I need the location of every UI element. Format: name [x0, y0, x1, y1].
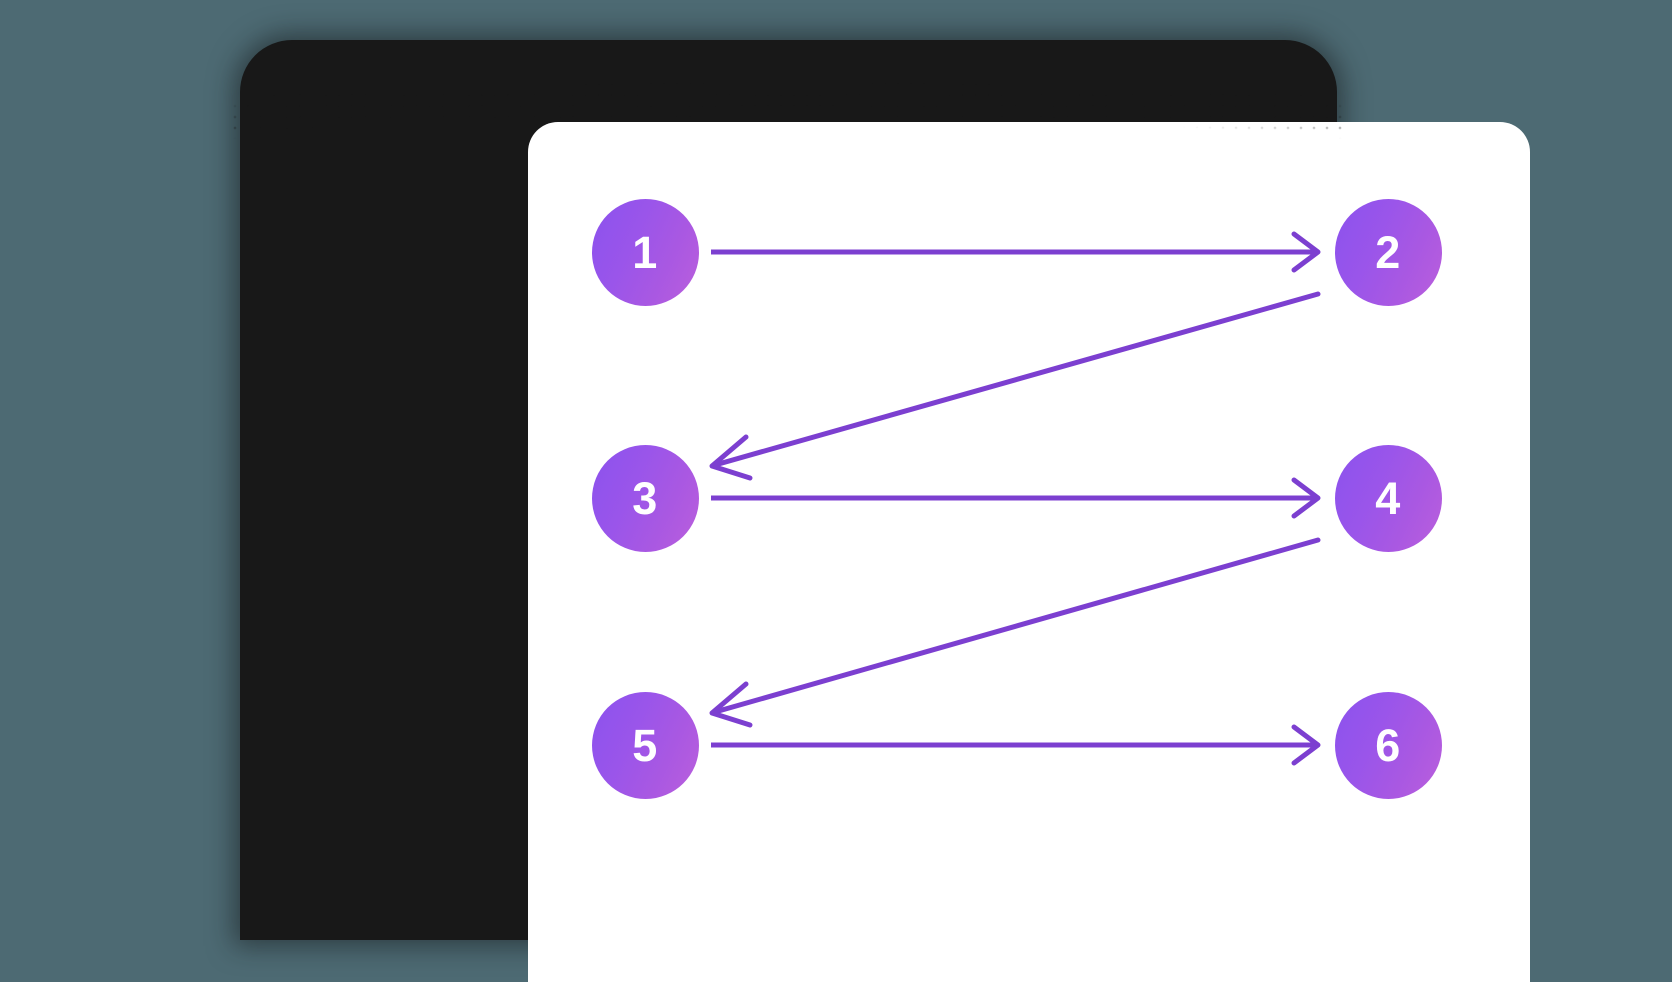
- edge-4-to-5-line: [712, 537, 1321, 715]
- edge-3-to-4: [711, 477, 1321, 519]
- edge-3-to-4-arrowhead: [1291, 477, 1321, 519]
- screenshot-stage: 1 2 3 4 5 6: [228, 28, 1530, 982]
- device-screen: 1 2 3 4 5 6: [528, 122, 1530, 982]
- edge-2-to-3: [709, 291, 1321, 481]
- edge-5-to-6: [711, 724, 1321, 766]
- diagram-edges: [709, 231, 1321, 766]
- diagram-node-2[interactable]: 2: [1334, 198, 1442, 306]
- edge-2-to-3-arrowhead: [709, 434, 753, 481]
- diagram-node-6[interactable]: 6: [1334, 691, 1442, 799]
- diagram-node-1-label: 1: [632, 226, 658, 278]
- edge-5-to-6-arrowhead: [1291, 724, 1321, 766]
- diagram-node-3-label: 3: [632, 472, 658, 524]
- edge-4-to-5-arrowhead: [709, 681, 753, 728]
- diagram-node-4[interactable]: 4: [1334, 444, 1442, 552]
- edge-1-to-2-arrowhead: [1291, 231, 1321, 273]
- diagram-node-1[interactable]: 1: [591, 198, 699, 306]
- device-frame: 1 2 3 4 5 6: [240, 40, 1530, 982]
- diagram-node-5[interactable]: 5: [591, 691, 699, 799]
- diagram-canvas: 1 2 3 4 5 6: [528, 122, 1530, 982]
- diagram-node-3[interactable]: 3: [591, 444, 699, 552]
- diagram-node-5-label: 5: [632, 719, 658, 771]
- diagram-node-6-label: 6: [1375, 719, 1401, 771]
- diagram-node-2-label: 2: [1375, 226, 1401, 278]
- diagram-node-4-label: 4: [1375, 472, 1401, 524]
- edge-4-to-5: [709, 537, 1321, 728]
- edge-2-to-3-line: [712, 291, 1321, 468]
- edge-1-to-2: [711, 231, 1321, 273]
